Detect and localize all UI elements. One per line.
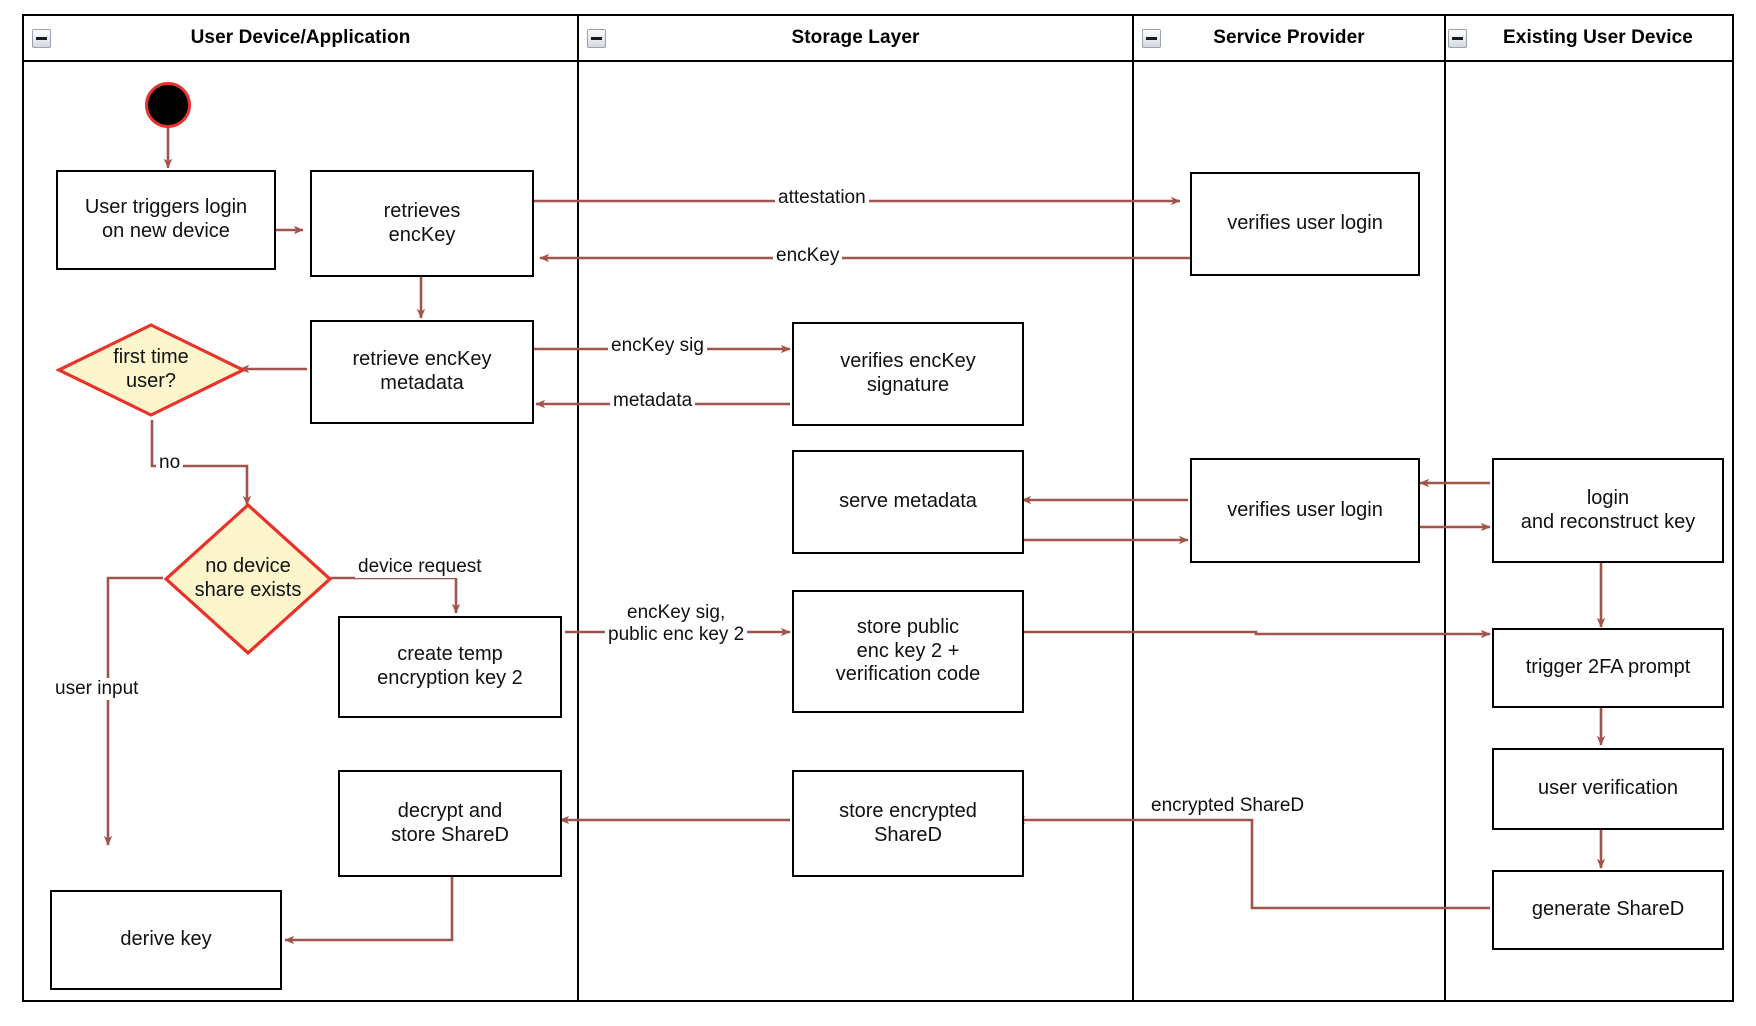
decision-first-time-user[interactable]: first time user?: [55, 322, 247, 418]
decision-shape: [163, 502, 333, 656]
lane-header-existing-user-device[interactable]: Existing User Device: [1446, 16, 1732, 62]
activity-user-triggers-login[interactable]: User triggers login on new device: [56, 170, 276, 270]
minus-icon[interactable]: [587, 29, 606, 48]
edge-label-metadata: metadata: [610, 390, 696, 412]
lane-title-storage-layer: Storage Layer: [791, 27, 920, 48]
activity-retrieve-enckey-metadata[interactable]: retrieve encKey metadata: [310, 320, 534, 424]
lane-body-storage-layer: [579, 62, 1134, 1000]
activity-generate-shared[interactable]: generate ShareD: [1492, 870, 1724, 950]
edge-label-encrypted-shared: encrypted ShareD: [1148, 795, 1308, 817]
edge-label-device-request: device request: [355, 556, 485, 578]
edge-label-user-input: user input: [52, 678, 142, 700]
activity-user-verification[interactable]: user verification: [1492, 748, 1724, 830]
decision-shape: [55, 323, 247, 417]
edge-label-enckey-sig: encKey sig: [608, 335, 707, 357]
activity-retrieves-enckey[interactable]: retrieves encKey: [310, 170, 534, 277]
lane-header-user-device[interactable]: User Device/Application: [24, 16, 579, 62]
lane-title-existing-user-device: Existing User Device: [1503, 27, 1693, 48]
decision-label-first-time-user: first time user?: [113, 346, 189, 392]
minus-icon[interactable]: [32, 29, 51, 48]
lane-body-user-device: [24, 62, 579, 1000]
edge-label-attestation: attestation: [775, 187, 869, 209]
decision-label-no-device-share-exists: no device share exists: [194, 555, 302, 601]
lane-body-service-provider: [1134, 62, 1446, 1000]
activity-create-temp-encryption-key-2[interactable]: create temp encryption key 2: [338, 616, 562, 718]
activity-store-encrypted-shared[interactable]: store encrypted ShareD: [792, 770, 1024, 877]
activity-login-and-reconstruct-key[interactable]: login and reconstruct key: [1492, 458, 1724, 563]
lane-title-user-device: User Device/Application: [190, 27, 411, 48]
activity-decrypt-and-store-shared[interactable]: decrypt and store ShareD: [338, 770, 562, 877]
activity-serve-metadata[interactable]: serve metadata: [792, 450, 1024, 554]
lane-header-service-provider[interactable]: Service Provider: [1134, 16, 1446, 62]
activity-verifies-user-login-1[interactable]: verifies user login: [1190, 172, 1420, 276]
edge-label-no: no: [156, 452, 184, 474]
activity-verifies-user-login-2[interactable]: verifies user login: [1190, 458, 1420, 563]
minus-icon[interactable]: [1448, 29, 1467, 48]
minus-icon[interactable]: [1142, 29, 1161, 48]
initial-node: [145, 82, 191, 128]
edge-label-enckey: encKey: [773, 245, 843, 267]
activity-verifies-enckey-signature[interactable]: verifies encKey signature: [792, 322, 1024, 426]
activity-derive-key[interactable]: derive key: [50, 890, 282, 990]
lane-header-storage-layer[interactable]: Storage Layer: [579, 16, 1134, 62]
activity-trigger-2fa-prompt[interactable]: trigger 2FA prompt: [1492, 628, 1724, 708]
edge-label-enckey-sig-public-enc-key-2: encKey sig, public enc key 2: [605, 602, 748, 646]
lane-title-service-provider: Service Provider: [1213, 27, 1365, 48]
activity-store-public-enc-key-2[interactable]: store public enc key 2 + verification co…: [792, 590, 1024, 713]
decision-no-device-share-exists[interactable]: no device share exists: [163, 502, 333, 656]
